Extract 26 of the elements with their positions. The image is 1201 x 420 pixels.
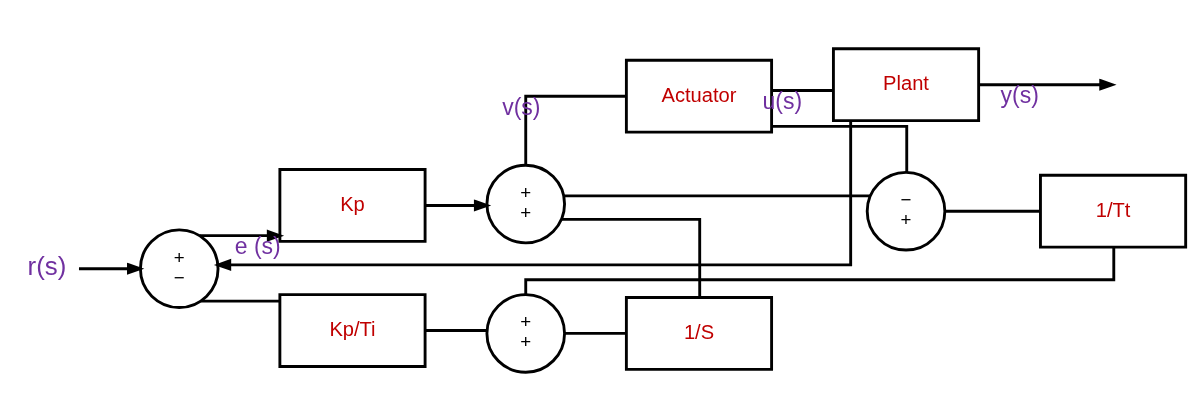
connector (425, 328, 487, 332)
node-box: Kp (278, 167, 427, 243)
arrow (425, 198, 492, 211)
node-box: Plant (831, 46, 981, 122)
connector (564, 331, 627, 335)
connector (564, 193, 871, 197)
arrow (213, 120, 853, 271)
edge-label: y(s) (1000, 81, 1039, 108)
edge-label: e (s) (234, 232, 281, 259)
arrow (979, 78, 1117, 91)
node-box: 1/Tt (1039, 173, 1188, 249)
connector (771, 124, 909, 172)
node-circle: − + (865, 170, 947, 251)
node-box: 1/S (624, 295, 774, 371)
node-circle: + + (485, 292, 566, 374)
connector (561, 217, 702, 297)
arrow (199, 229, 285, 242)
arrow (79, 262, 145, 275)
connector (944, 209, 1041, 213)
node-text: r(s) (27, 251, 67, 280)
connector (524, 247, 1116, 294)
node-circle: + + (485, 163, 566, 244)
node-circle: + − (138, 227, 220, 309)
connector (524, 94, 626, 165)
node-box: Kp/Ti (278, 292, 427, 368)
connector (201, 299, 280, 302)
